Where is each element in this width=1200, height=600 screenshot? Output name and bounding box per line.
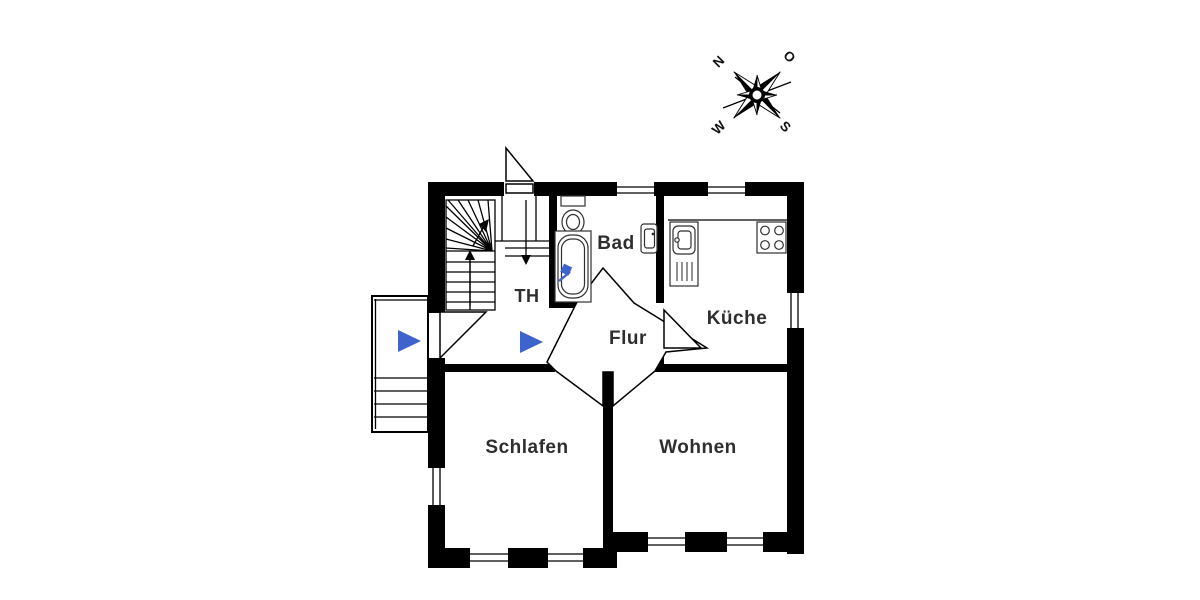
- walls: [428, 182, 804, 568]
- landing-arrow-down: [521, 255, 531, 265]
- kitchen-drainer-lines: [676, 262, 693, 281]
- toilet-bowl-icon: [565, 213, 581, 231]
- toilet-tank-icon: [560, 195, 586, 207]
- wall-bottom-bedroom: [428, 548, 470, 568]
- compass-label-west: W: [709, 118, 729, 138]
- bathroom-fixtures: [554, 195, 658, 303]
- door-panel-top-entry: [505, 183, 534, 194]
- room-label-bedroom: Schlafen: [485, 437, 568, 458]
- window-right: [790, 293, 799, 328]
- stair-arrow-up: [465, 250, 475, 260]
- wall-left: [428, 358, 445, 468]
- wall-bath-left: [549, 196, 557, 308]
- wall-top: [534, 182, 617, 196]
- porch-steps: [374, 377, 428, 418]
- kitchen-sink-basin: [677, 230, 692, 250]
- wall-bottom-living: [685, 532, 727, 552]
- porch-outline: [371, 295, 429, 433]
- room-label-stairwell: TH: [515, 286, 540, 306]
- compass-label-south: S: [777, 118, 794, 135]
- wall-bottom-living: [763, 532, 804, 552]
- kitchen-faucet-icon: [674, 237, 680, 243]
- porch-inner-line: [374, 299, 428, 429]
- stove-burner: [774, 240, 784, 250]
- entrance-arrow-hall: [520, 331, 543, 353]
- wall-bedroom-living: [603, 364, 613, 548]
- wall-right: [787, 328, 804, 554]
- room-label-hall: Flur: [609, 328, 647, 349]
- window-top-1: [617, 186, 654, 194]
- stair-walkline-turn: [472, 225, 485, 247]
- door-swing-top-entry: [505, 145, 535, 182]
- stair-arrow-turn: [479, 219, 489, 232]
- wall-right: [787, 182, 804, 293]
- wall-bath-bottom: [549, 300, 593, 308]
- wall-kitchen-living: [655, 364, 787, 372]
- window-living-2: [727, 537, 763, 546]
- wall-left: [428, 182, 445, 313]
- door-swing-porch-entry: [439, 311, 488, 360]
- window-left: [432, 468, 441, 505]
- stove-burner: [774, 225, 784, 236]
- compass-rose: N O W S: [709, 48, 799, 138]
- wall-top: [428, 182, 504, 196]
- room-label-kitchen: Küche: [707, 308, 768, 329]
- washbasin-drain: [651, 232, 655, 236]
- wall-bottom-bedroom: [508, 548, 548, 568]
- washbasin-bowl: [643, 228, 656, 249]
- window-living-1: [648, 537, 685, 546]
- entrance-arrow-outside: [398, 330, 421, 352]
- kitchen-fixtures: [668, 219, 787, 287]
- stove-burner: [760, 240, 770, 250]
- room-labels: Bad TH Flur Küche Schlafen Wohnen: [485, 233, 768, 458]
- wall-hall-south: [445, 364, 555, 372]
- room-label-bath: Bad: [597, 233, 634, 254]
- stove-burner: [760, 225, 770, 236]
- compass-label-east: O: [780, 48, 798, 66]
- compass-hub-center: [751, 89, 763, 101]
- wall-top: [654, 182, 708, 196]
- bathtub-basin: [560, 238, 586, 295]
- door-swing-kitchen: [663, 308, 703, 349]
- wall-bath-kitchen: [656, 196, 664, 303]
- window-top-2: [708, 186, 745, 194]
- bathtub-faucet-spout: [558, 271, 571, 282]
- room-label-living: Wohnen: [659, 437, 737, 458]
- compass-label-north: N: [710, 53, 728, 71]
- stairwell: [445, 196, 549, 311]
- porch: [371, 295, 429, 433]
- landing-edges: [495, 196, 549, 257]
- window-bedroom-1: [470, 553, 508, 562]
- window-bedroom-2: [548, 553, 583, 562]
- windows: [432, 186, 799, 562]
